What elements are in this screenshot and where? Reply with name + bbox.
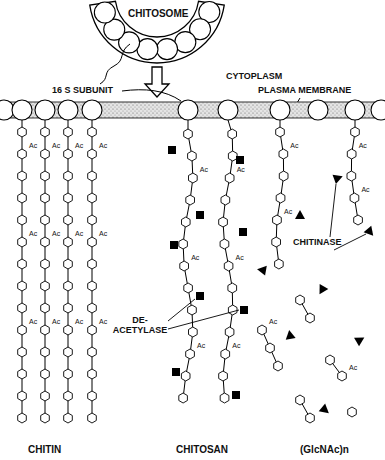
leader-line	[168, 310, 239, 329]
chitinase-triangle	[315, 284, 328, 297]
acetyl-label: Ac	[74, 318, 84, 326]
acetyl-label: Ac	[74, 142, 84, 150]
glcnac-fragment	[326, 355, 347, 381]
chitinase-triangle	[284, 329, 295, 340]
16s-subunit	[308, 100, 328, 120]
16s-subunit	[58, 100, 78, 120]
acetyl-label: Ac	[348, 364, 358, 372]
chitin-chain	[41, 120, 50, 423]
acetyl-label: Ac	[236, 166, 246, 174]
acetyl-label: Ac	[28, 230, 38, 238]
acetyl-label: Ac	[98, 318, 108, 326]
16s-subunit	[178, 100, 198, 120]
acetyl-label: Ac	[98, 230, 108, 238]
acetyl-label: Ac	[51, 142, 61, 150]
acetyl-label: Ac	[51, 318, 61, 326]
chitinase-triangle	[364, 226, 377, 239]
glcnac-chain	[272, 120, 288, 269]
deacetylase-square	[170, 241, 178, 249]
leader-line	[330, 184, 336, 237]
deacetylase-square	[168, 146, 176, 154]
subunit-circle	[157, 39, 178, 60]
transport-arrow	[145, 67, 169, 97]
deacetylase-square	[240, 306, 248, 314]
acetyl-label: Ac	[28, 142, 38, 150]
acetyl-label: Ac	[199, 166, 209, 174]
16s-subunit	[345, 100, 365, 120]
glcnac-fragment	[348, 407, 357, 417]
text-label: CHITIN	[28, 444, 61, 455]
acetyl-label: Ac	[190, 254, 200, 262]
acetyl-label: Ac	[360, 186, 370, 194]
chitin-chain	[18, 120, 27, 423]
drawing	[0, 1, 385, 423]
chitin-chain	[64, 120, 73, 423]
16s-subunit	[371, 100, 385, 120]
text-label: CHITOSAN	[176, 444, 228, 455]
16s-subunit	[35, 100, 55, 120]
deacetylase-square	[236, 156, 244, 164]
text-label: DE-ACETYLASE	[112, 316, 168, 336]
acetyl-label: Ac	[231, 342, 241, 350]
acetyl-label: Ac	[196, 342, 206, 350]
deacetylase-square	[196, 211, 204, 219]
glcnac-chain	[347, 120, 362, 225]
leader-line	[168, 299, 195, 321]
acetyl-label: Ac	[28, 318, 38, 326]
chitin-chain	[88, 120, 97, 423]
acetyl-label: Ac	[268, 318, 278, 326]
16s-subunit	[270, 100, 290, 120]
text-label: 16 S SUBUNIT	[52, 86, 113, 96]
deacetylase-square	[232, 391, 240, 399]
chitinase-triangle	[319, 404, 332, 417]
subunit-circle	[94, 2, 115, 23]
glcnac-fragment	[296, 295, 315, 323]
chitosome-bowl	[90, 1, 224, 63]
acetyl-label: Ac	[235, 254, 245, 262]
chitinase-triangle	[256, 264, 267, 275]
acetyl-label: Ac	[98, 142, 108, 150]
glcnac-fragment	[296, 395, 315, 423]
text-label: CHITOSOME	[128, 8, 188, 19]
acetyl-label: Ac	[358, 142, 368, 150]
text-label: CYTOPLASM	[226, 72, 282, 82]
text-label: (GlcNAc)n	[300, 444, 349, 455]
text-label: CHITINASE	[293, 238, 342, 248]
glcnac-fragment	[258, 325, 283, 371]
deacetylase-square	[239, 228, 247, 236]
16s-subunit	[82, 100, 102, 120]
acetyl-label: Ac	[283, 208, 293, 216]
acetyl-label: Ac	[51, 230, 61, 238]
16s-subunit	[12, 100, 32, 120]
chitinase-triangle	[354, 333, 367, 346]
leader-line	[122, 90, 181, 101]
16s-subunit	[218, 100, 238, 120]
chitinase-triangle	[295, 210, 305, 219]
deacetylase-square	[196, 292, 204, 300]
acetyl-label: Ac	[289, 142, 299, 150]
leader-line	[100, 44, 130, 84]
chitinase-triangle	[333, 172, 345, 184]
text-label: PLASMA MEMBRANE	[258, 86, 351, 96]
deacetylase-square	[172, 368, 180, 376]
acetyl-label: Ac	[74, 230, 84, 238]
